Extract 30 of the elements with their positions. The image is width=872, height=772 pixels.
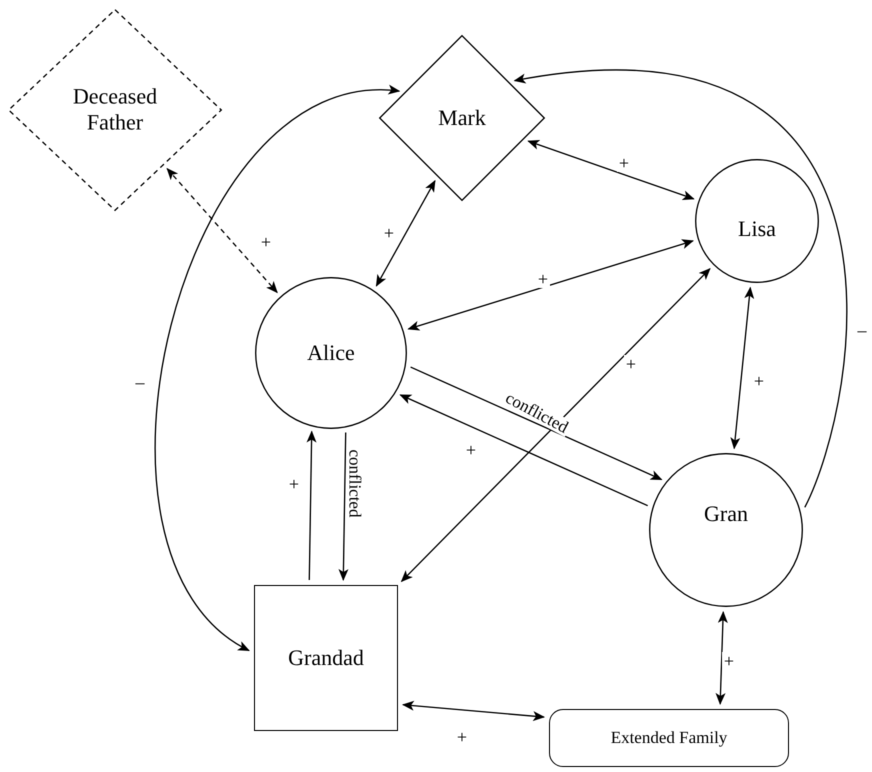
edge-label: conflicted	[346, 447, 364, 519]
diamond-node	[379, 35, 545, 201]
node-label: Mark	[437, 104, 487, 132]
arrow	[514, 70, 847, 508]
edge-label: +	[722, 652, 736, 670]
arrow	[338, 432, 348, 581]
arrow	[399, 394, 648, 506]
rounded-box	[549, 709, 789, 767]
node-label: Alice	[306, 340, 356, 366]
node-label: Grandad	[287, 644, 365, 672]
arrow	[730, 286, 754, 450]
circle-node	[695, 159, 819, 283]
arrow	[376, 180, 436, 287]
node-label: Lisa	[737, 216, 777, 242]
arrow	[306, 430, 317, 580]
circle-node	[649, 453, 803, 607]
dashed-arrow	[166, 168, 278, 294]
arrow	[400, 268, 711, 582]
arrow	[527, 140, 695, 200]
node-label: Extended Family	[610, 728, 728, 748]
dashed-diamond-node	[8, 9, 222, 211]
arrow	[407, 239, 694, 331]
circle-node	[255, 277, 407, 429]
node-label: Deceased Father	[72, 84, 158, 136]
arrow	[402, 700, 546, 722]
arrow	[410, 366, 662, 480]
arrow	[716, 610, 728, 705]
square-node	[254, 585, 398, 731]
arrow	[154, 86, 400, 652]
node-label: Gran	[703, 500, 749, 528]
